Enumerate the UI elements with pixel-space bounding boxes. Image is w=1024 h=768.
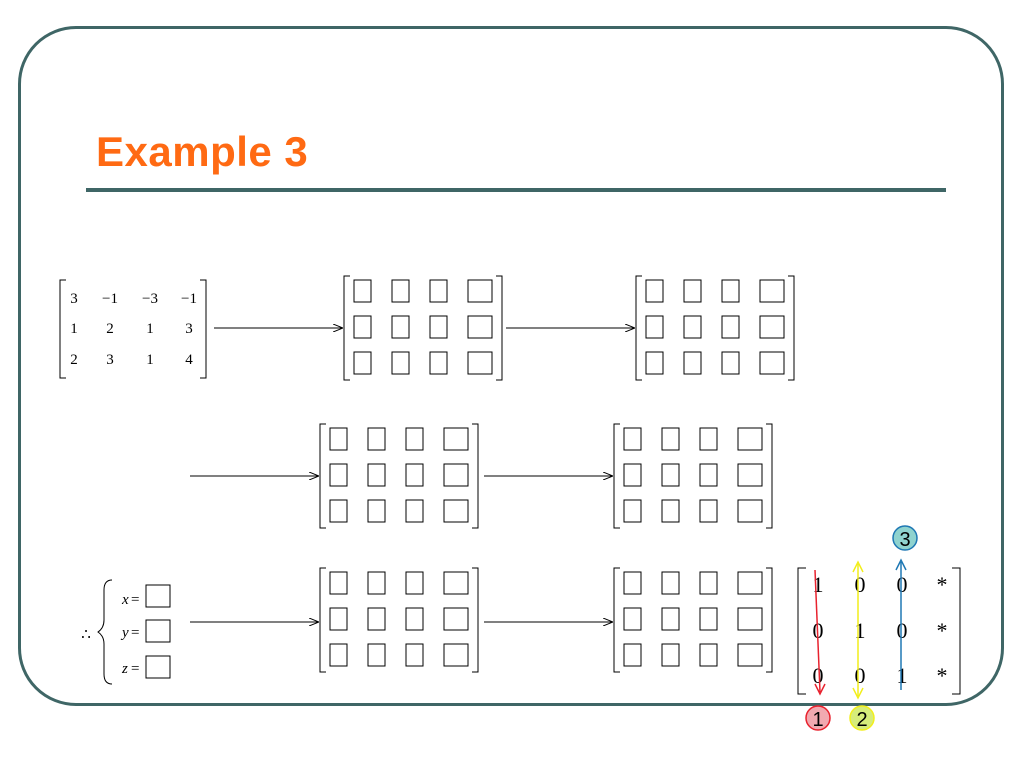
placeholder-matrix [613, 423, 773, 529]
start-matrix-left-bracket [59, 279, 66, 379]
step-badge-1: 1 [805, 705, 831, 731]
column-1-down-arrow [814, 569, 826, 696]
therefore-symbol: ∴ [81, 627, 91, 643]
final-matrix-cell: 0 [897, 572, 908, 597]
start-matrix-cell: 3 [185, 321, 193, 337]
start-matrix-cell: 2 [70, 352, 78, 368]
step-badge-2-label: 2 [856, 709, 867, 731]
final-matrix-cell: * [937, 618, 948, 643]
reduced-echelon-matrix: 1 0 0 * 0 1 0 * 0 0 1 * [797, 558, 961, 700]
start-matrix-cell: −3 [142, 291, 158, 307]
step-badge-1-label: 1 [812, 709, 823, 731]
start-matrix-cell: 1 [70, 321, 78, 337]
x-value-box [145, 584, 171, 608]
equals-sign: = [131, 661, 139, 677]
start-matrix-cell: −1 [102, 291, 118, 307]
slide-frame [18, 26, 1004, 706]
placeholder-matrix [613, 567, 773, 673]
solution-system: ∴ x = y = z = [81, 579, 171, 685]
y-value-box [145, 619, 171, 643]
start-matrix-cell: 3 [106, 352, 114, 368]
final-matrix-cell: 0 [897, 618, 908, 643]
column-2-bidirectional-arrow [852, 560, 864, 700]
placeholder-matrix [635, 275, 795, 381]
start-matrix-right-bracket [200, 279, 207, 379]
final-matrix-cell: 0 [813, 663, 824, 688]
start-matrix-cell: 2 [106, 321, 114, 337]
placeholder-matrix [319, 567, 479, 673]
title-underline [86, 188, 946, 192]
final-matrix-cell: 0 [855, 663, 866, 688]
equals-sign: = [131, 592, 139, 608]
column-3-up-arrow [895, 558, 907, 690]
equals-sign: = [131, 625, 139, 641]
variable-y: y [120, 625, 129, 641]
step-badge-3-label: 3 [899, 529, 910, 551]
step-badge-3: 3 [892, 525, 918, 551]
start-matrix: 3 −1 −3 −1 1 2 1 3 2 3 1 4 [59, 279, 207, 379]
slide-title: Example 3 [96, 128, 309, 175]
variable-x: x [121, 592, 129, 608]
z-value-box [145, 655, 171, 679]
final-matrix-cell: * [937, 572, 948, 597]
final-matrix-right-bracket [952, 567, 961, 695]
start-matrix-cell: 4 [185, 352, 193, 368]
variable-z: z [121, 661, 128, 677]
start-matrix-cell: −1 [181, 291, 197, 307]
final-matrix-left-bracket [797, 567, 806, 695]
final-matrix-cell: * [937, 663, 948, 688]
start-matrix-cell: 1 [146, 352, 154, 368]
start-matrix-cell: 1 [146, 321, 154, 337]
final-matrix-cell: 0 [855, 572, 866, 597]
final-matrix-cell: 1 [813, 572, 824, 597]
start-matrix-cell: 3 [70, 291, 78, 307]
placeholder-matrix [343, 275, 503, 381]
final-matrix-cell: 1 [855, 618, 866, 643]
final-matrix-cell: 1 [897, 663, 908, 688]
step-badge-2: 2 [849, 705, 875, 731]
left-curly-brace [97, 579, 113, 685]
placeholder-matrix [319, 423, 479, 529]
